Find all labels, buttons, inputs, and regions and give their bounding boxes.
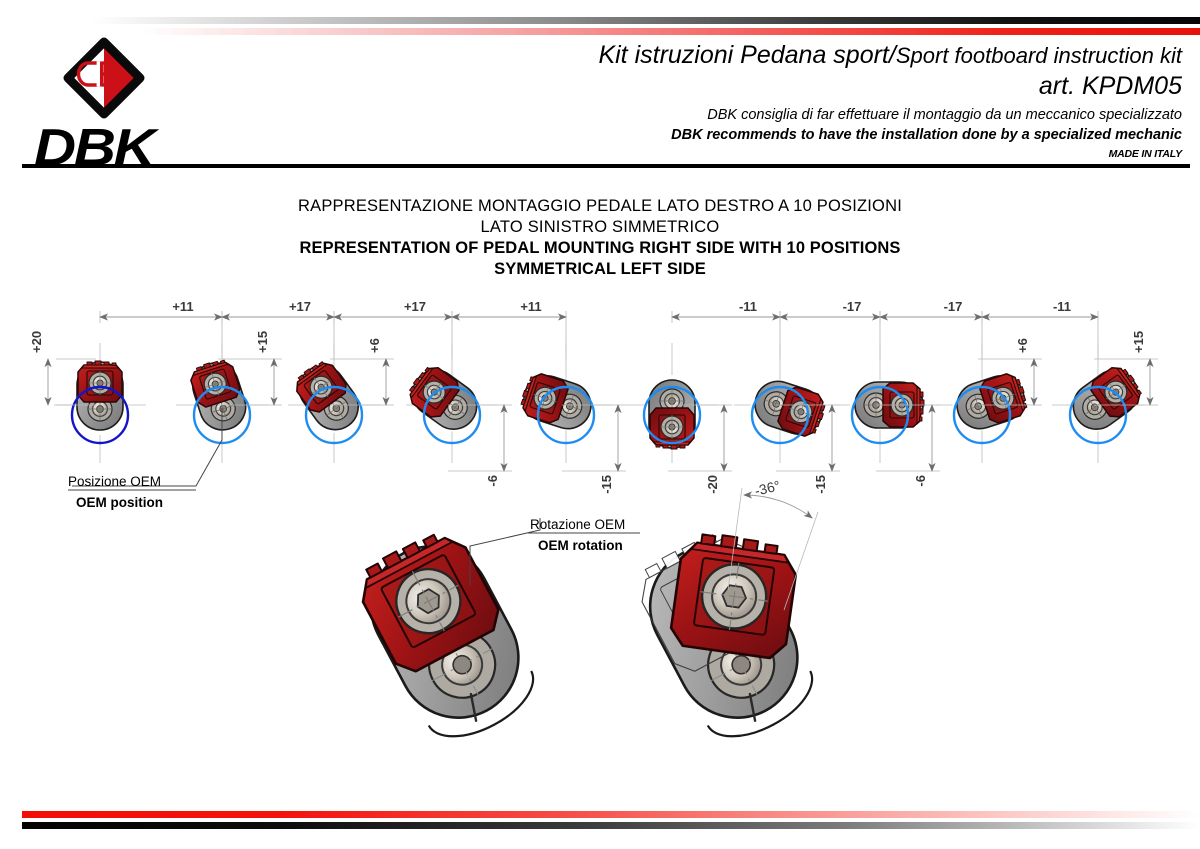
position-highlight-circle — [642, 385, 702, 445]
section-title-en-line2: SYMMETRICAL LEFT SIDE — [494, 260, 706, 278]
header-divider — [22, 164, 1190, 168]
advice-it: DBK consiglia di far effettuare il monta… — [707, 107, 1182, 123]
pedal-position-diagram: +20+11+15+17+6+17-6+11-15-20-11-15-17-6-… — [0, 290, 1200, 800]
position-highlight-circle — [422, 385, 482, 445]
pedal-unit-icon — [515, 366, 604, 439]
pedal-position-5: +11 -15 — [451, 299, 626, 494]
pedal-position-1: +20 — [29, 331, 146, 463]
top-red-gradient-bar — [22, 28, 1200, 35]
oem-position-label-it: Posizione OEM — [68, 474, 161, 489]
oem-rotation-detail-view: Rotazione OEM OEM rotation — [341, 516, 640, 758]
position-highlight-circle — [952, 385, 1012, 445]
pedal-position-2: +11 +15 — [99, 299, 282, 463]
bottom-black-gradient-bar — [22, 822, 1200, 829]
pedal-position-8: -17 -6 — [779, 299, 940, 487]
pedal-position-10: -11 +15 — [981, 299, 1158, 463]
rotation-angle-label: -36° — [753, 477, 782, 499]
position-highlight-circle — [536, 385, 596, 445]
kit-title: Kit istruzioni Pedana sport/Sport footbo… — [412, 40, 1182, 71]
position-highlight-circle — [1068, 385, 1128, 445]
dimension-label-horizontal: +11 — [520, 299, 541, 314]
pedal-unit-icon — [1058, 358, 1150, 444]
bottom-red-gradient-bar — [22, 811, 1200, 818]
positions-row: +20+11+15+17+6+17-6+11-15-20-11-15-17-6-… — [29, 299, 1158, 494]
pedal-position-6: -20 — [626, 343, 732, 494]
position-highlight-circle — [750, 385, 810, 445]
pedal-unit-icon — [944, 366, 1033, 439]
dimension-label-horizontal: -17 — [944, 299, 963, 314]
advice-en: DBK recommends to have the installation … — [671, 127, 1182, 143]
pedal-position-4: +17 -6 — [333, 299, 512, 487]
pedal-position-9: -17 +6 — [879, 299, 1042, 463]
position-highlight-circle — [192, 385, 252, 445]
top-black-gradient-bar — [22, 17, 1200, 24]
oem-position-callout: Posizione OEM OEM position — [68, 408, 223, 510]
made-in-italy: MADE IN ITALY — [1108, 148, 1183, 160]
pedal-unit-icon — [287, 353, 373, 445]
dimension-label-horizontal: +17 — [404, 299, 426, 314]
pedal-unit-icon — [74, 360, 126, 436]
section-title-block: RAPPRESENTAZIONE MONTAGGIO PEDALE LATO D… — [0, 196, 1200, 280]
dimension-label-horizontal: -11 — [739, 299, 757, 314]
dimension-label-vertical: -6 — [485, 475, 500, 487]
kit-title-en: Sport footboard instruction kit — [895, 43, 1182, 68]
rotated-detail-view: -36° — [627, 477, 819, 738]
section-title-en-line1: REPRESENTATION OF PEDAL MOUNTING RIGHT S… — [299, 239, 901, 257]
dimension-label-vertical: -6 — [913, 475, 928, 487]
position-highlight-circle — [850, 385, 910, 445]
dimension-label-horizontal: -11 — [1053, 299, 1071, 314]
oem-rotation-label-it: Rotazione OEM — [530, 517, 625, 532]
dimension-label-vertical: -15 — [813, 475, 828, 494]
dimension-label-vertical: -20 — [705, 475, 720, 494]
pedal-position-3: +17 +6 — [221, 299, 394, 463]
oem-rotation-label-en: OEM rotation — [538, 538, 623, 553]
kit-title-it: Kit istruzioni Pedana sport/ — [598, 41, 896, 69]
diagram-canvas: +20+11+15+17+6+17-6+11-15-20-11-15-17-6-… — [29, 299, 1158, 758]
pedal-position-7: -11 -15 — [671, 299, 840, 494]
position-highlight-circle — [304, 385, 364, 445]
dimension-label-horizontal: +17 — [289, 299, 311, 314]
dimension-label-horizontal: -17 — [843, 299, 862, 314]
oem-highlight-circle — [70, 385, 130, 445]
dimension-label-vertical: +6 — [367, 338, 382, 353]
section-title-it-line2: LATO SINISTRO SIMMETRICO — [480, 218, 720, 236]
article-number: art. KPDM05 — [1038, 72, 1182, 100]
dimension-label-vertical: +6 — [1015, 338, 1030, 353]
pedal-unit-icon — [400, 358, 492, 444]
dimension-label-vertical: +20 — [29, 331, 44, 353]
dimension-label-vertical: +15 — [1131, 331, 1146, 353]
dimension-label-horizontal: +11 — [172, 299, 193, 314]
header-text-block: Kit istruzioni Pedana sport/Sport footbo… — [412, 40, 1182, 162]
oem-position-label-en: OEM position — [76, 495, 163, 510]
dimension-label-vertical: -15 — [599, 475, 614, 494]
dimension-label-vertical: +15 — [255, 331, 270, 353]
dbk-diamond-icon — [63, 37, 145, 119]
section-title-it-line1: RAPPRESENTAZIONE MONTAGGIO PEDALE LATO D… — [298, 197, 902, 215]
dbk-logo: DBK — [34, 36, 224, 174]
